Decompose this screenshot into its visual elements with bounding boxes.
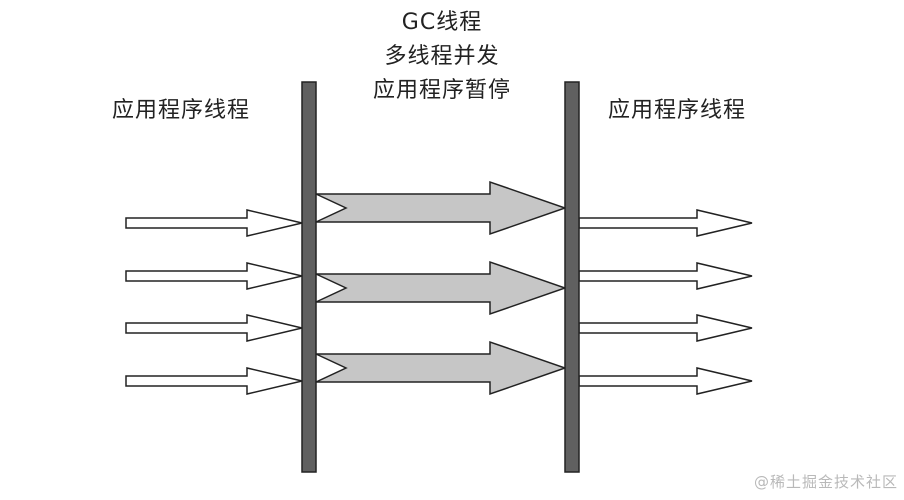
- left-app-thread-arrows: [125, 209, 303, 395]
- app-thread-arrow-before-1: [125, 209, 303, 237]
- gc-thread-arrow-1: [315, 180, 568, 236]
- app-thread-arrow-before-3: [125, 314, 303, 342]
- gc-title-line-2: 多线程并发: [384, 44, 500, 69]
- app-thread-arrow-before-2: [125, 262, 303, 290]
- app-thread-arrow-after-3: [578, 314, 753, 342]
- app-thread-arrow-after-4: [578, 367, 753, 395]
- gc-title-line-1: GC线程: [401, 10, 483, 35]
- right-pause-barrier: [564, 81, 580, 473]
- left-pause-barrier: [301, 81, 317, 473]
- left-app-thread-label: 应用程序线程: [112, 98, 251, 123]
- gc-thread-arrow-3: [315, 340, 568, 396]
- gc-title-line-3: 应用程序暂停: [372, 78, 511, 103]
- gc-thread-title: GC线程 多线程并发 应用程序暂停: [352, 6, 532, 108]
- app-thread-arrow-after-2: [578, 262, 753, 290]
- gc-thread-arrows: [315, 180, 568, 396]
- gc-thread-arrow-2: [315, 260, 568, 316]
- app-thread-arrow-before-4: [125, 367, 303, 395]
- right-app-thread-arrows: [578, 209, 753, 395]
- app-thread-arrow-after-1: [578, 209, 753, 237]
- watermark: @稀土掘金技术社区: [753, 473, 898, 491]
- right-app-thread-label: 应用程序线程: [608, 98, 747, 123]
